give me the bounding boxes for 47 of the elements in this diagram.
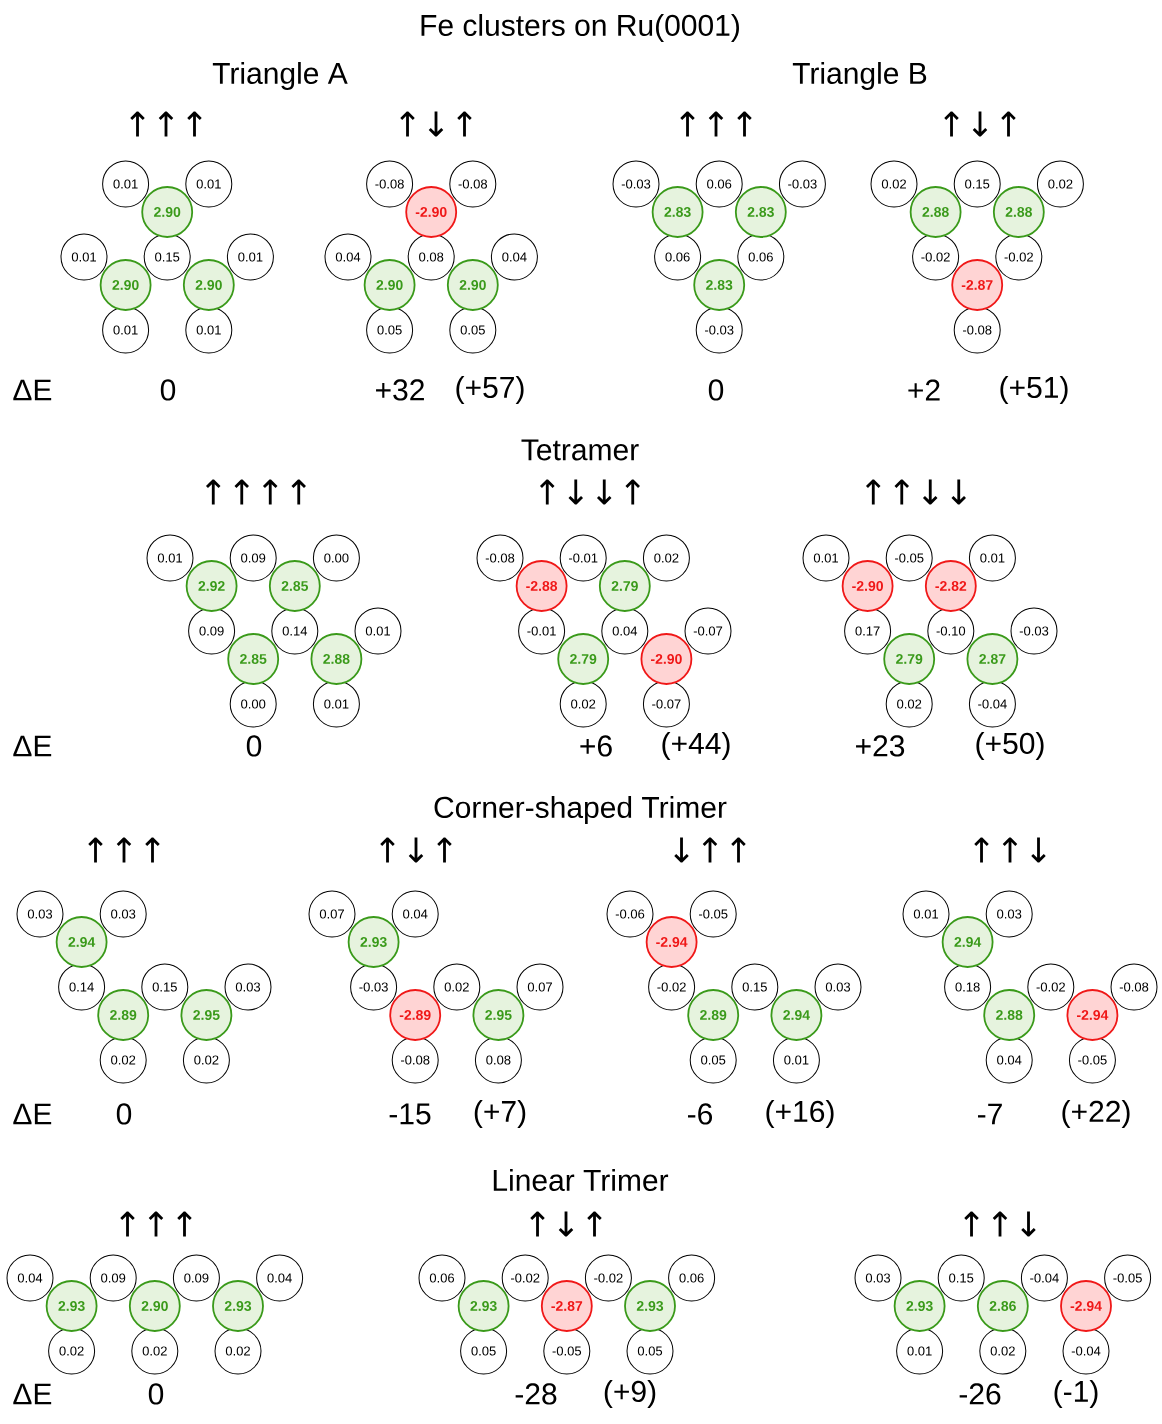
energy-value: (+50) <box>976 732 1044 760</box>
spin-arrows: ↓↑↑ <box>674 837 746 863</box>
energy-value: 0 <box>246 735 262 757</box>
spin-arrows: ↑↑↓ <box>974 837 1046 863</box>
energy-value: +6 <box>580 735 612 757</box>
energy-value: (+51) <box>1000 376 1068 404</box>
energy-value: -7 <box>978 1103 1002 1125</box>
section-heading: Triangle B <box>792 62 927 90</box>
spin-arrows: ↑↑↑↑ <box>206 479 306 505</box>
delta-e-label: ΔE <box>13 1383 52 1405</box>
energy-value: (+7) <box>474 1100 526 1128</box>
energy-value: 0 <box>160 379 176 401</box>
spin-arrows: ↑↑↓↓ <box>866 479 966 505</box>
energy-value: +2 <box>908 379 940 401</box>
energy-value: (+22) <box>1062 1100 1130 1128</box>
energy-value: -28 <box>515 1383 557 1405</box>
energy-value: (+44) <box>662 732 730 760</box>
energy-value: +23 <box>856 735 905 757</box>
energy-value: (+9) <box>604 1380 656 1408</box>
energy-value: +32 <box>376 379 424 401</box>
spin-arrows: ↑↓↑ <box>400 111 472 137</box>
spin-arrows: ↑↑↑ <box>130 111 202 137</box>
section-heading: Tetramer <box>521 439 639 461</box>
section-heading: Corner-shaped Trimer <box>434 796 727 824</box>
spin-arrows: ↑↑↑ <box>120 1211 192 1237</box>
energy-value: -6 <box>688 1103 713 1125</box>
spin-arrows: ↑↓↑ <box>944 111 1016 137</box>
spin-arrows: ↑↑↓ <box>964 1211 1036 1237</box>
energy-value: 0 <box>148 1383 164 1405</box>
section-heading: Triangle A <box>212 62 348 90</box>
spin-arrows: ↑↑↑ <box>88 837 160 863</box>
energy-value: -15 <box>389 1103 431 1125</box>
energy-value: -26 <box>959 1383 1001 1405</box>
energy-value: 0 <box>116 1103 132 1125</box>
energy-value: 0 <box>708 379 724 401</box>
spin-arrows: ↑↑↑ <box>680 111 752 137</box>
energy-value: (-1) <box>1054 1380 1098 1408</box>
title: Fe clusters on Ru(0001) <box>421 14 739 42</box>
spin-arrows: ↑↓↓↑ <box>540 479 640 505</box>
delta-e-label: ΔE <box>13 1103 52 1125</box>
spin-arrows: ↑↓↑ <box>530 1211 602 1237</box>
energy-value: (+57) <box>456 376 524 404</box>
spin-arrows: ↑↓↑ <box>380 837 452 863</box>
energy-value: (+16) <box>766 1100 834 1128</box>
delta-e-label: ΔE <box>13 735 52 757</box>
section-heading: Linear Trimer <box>493 1169 669 1191</box>
delta-e-label: ΔE <box>13 379 52 401</box>
